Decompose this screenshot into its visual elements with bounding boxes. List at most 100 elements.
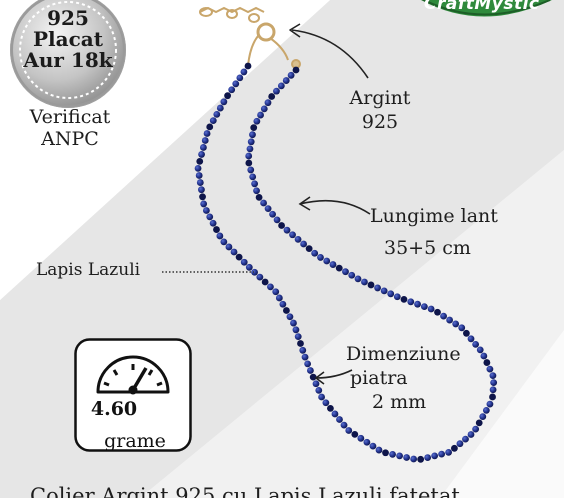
bead [451, 444, 458, 452]
bead [220, 238, 228, 246]
bead [264, 99, 272, 107]
bead [282, 77, 290, 84]
bead [273, 216, 281, 224]
bead [400, 296, 408, 303]
bead [294, 333, 302, 341]
bead [202, 207, 210, 214]
bead [489, 372, 497, 380]
bead [279, 300, 287, 308]
bead [256, 273, 264, 281]
bead [216, 104, 224, 112]
bead [363, 438, 371, 446]
bead [216, 232, 224, 240]
stone-name-label: Lapis Lazuli [36, 260, 141, 280]
bead [283, 226, 291, 234]
bead [351, 431, 359, 438]
bead [403, 454, 411, 461]
bead [452, 320, 460, 328]
bead [458, 324, 466, 332]
bead [249, 131, 256, 139]
bead [323, 257, 331, 265]
bead [297, 340, 304, 347]
bead [374, 284, 381, 292]
bead [292, 66, 300, 74]
size-arrow [314, 369, 353, 385]
badge-line-2: Placat [33, 27, 103, 51]
bead [287, 71, 295, 79]
bead [236, 74, 244, 82]
bead [348, 271, 356, 279]
bead [462, 435, 469, 443]
bead [305, 245, 313, 253]
weight-box [74, 338, 192, 452]
bead [240, 68, 248, 76]
certification-line-2: ANPC [41, 128, 99, 150]
bead [203, 130, 211, 137]
certification-line-1: Verificat [29, 106, 111, 128]
bead [255, 193, 263, 201]
brand-logo [421, 0, 552, 17]
bead [382, 449, 389, 457]
gauge-icon [96, 355, 170, 395]
bead [489, 386, 497, 394]
clasp-arrow [289, 23, 369, 79]
bead [250, 124, 258, 132]
bead [467, 335, 475, 343]
bead [490, 379, 498, 386]
bead [209, 117, 217, 125]
stone-size-value: 2 mm [372, 391, 427, 413]
bead [283, 307, 290, 314]
bead [294, 235, 302, 243]
bead [199, 193, 206, 201]
bead [410, 455, 418, 463]
bead [195, 172, 203, 179]
bead [201, 137, 209, 144]
bead [260, 105, 268, 113]
bead [267, 283, 274, 291]
bead [251, 180, 259, 188]
silver-seal-badge [10, 0, 126, 108]
bead [322, 399, 330, 407]
bead [463, 329, 470, 337]
bead [407, 298, 415, 306]
brand-logo-text: CraftMystic [424, 0, 540, 14]
bead [329, 261, 337, 268]
bead [389, 450, 396, 458]
bead [257, 111, 264, 119]
bead [387, 290, 395, 298]
clasp-material-label: Argint 925 [340, 86, 420, 134]
bead [327, 404, 334, 412]
bead [247, 166, 255, 174]
bead [286, 313, 294, 321]
bead [311, 249, 319, 257]
stone-size-label-line-1: Dimenziune [346, 343, 461, 365]
bead [235, 253, 243, 261]
bead [299, 346, 307, 354]
bead [446, 316, 454, 324]
bead [438, 450, 446, 458]
weight-value: 4.60 [90, 398, 138, 420]
badge-text: 925 Placat Aur 18k [6, 8, 130, 71]
bead [396, 452, 403, 460]
weight-unit: grame [104, 430, 166, 452]
bead [489, 393, 496, 401]
bead [486, 365, 494, 373]
bead [289, 231, 296, 239]
bead [475, 419, 483, 427]
bead [206, 123, 214, 131]
bead [196, 179, 204, 186]
bead [336, 416, 343, 423]
bead [253, 117, 261, 125]
bead [278, 222, 285, 229]
bead [300, 240, 308, 248]
bead [301, 353, 309, 361]
bead [275, 294, 283, 302]
bead [224, 92, 232, 100]
bead [312, 380, 320, 388]
length-arrow [298, 196, 371, 215]
bead-strand-left [194, 62, 494, 463]
bead [420, 303, 428, 310]
bead [249, 173, 257, 181]
bead [427, 305, 435, 313]
bead [268, 93, 276, 100]
